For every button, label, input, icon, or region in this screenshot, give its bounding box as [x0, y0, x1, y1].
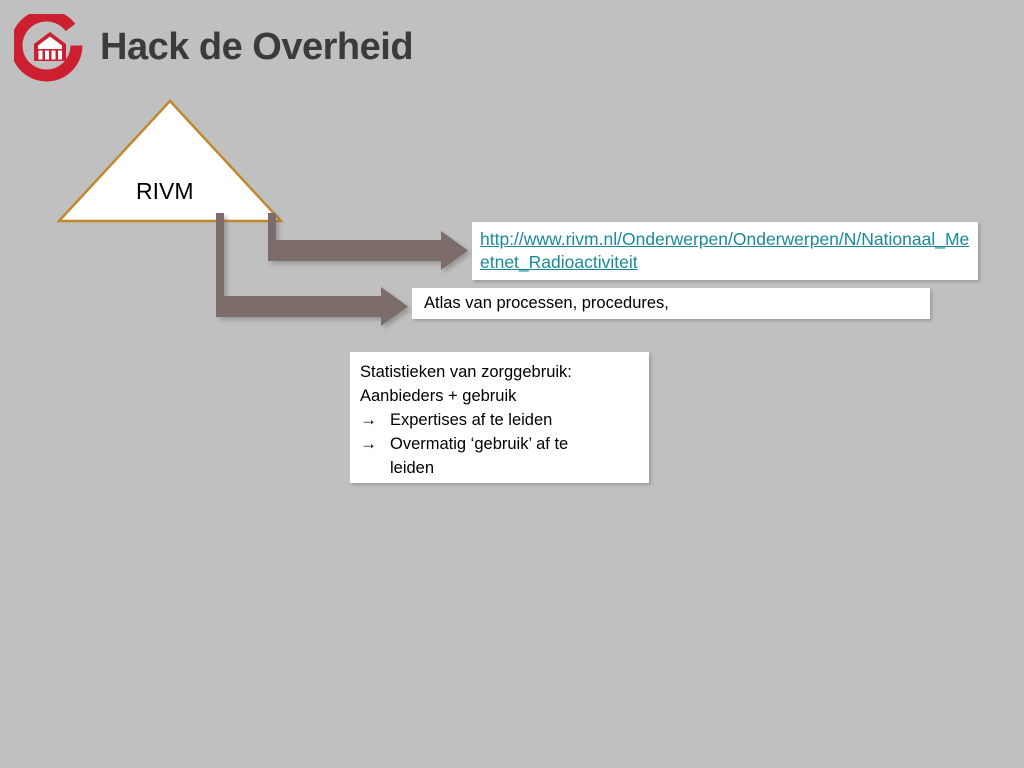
- stats-bullet-1: → Expertises af te leiden: [360, 408, 641, 432]
- hack-de-overheid-logo-mark: [10, 9, 86, 84]
- stats-bullet-2: → Overmatig ‘gebruik’ af te: [360, 432, 641, 456]
- stats-bullet-2-continuation: leiden: [360, 456, 641, 480]
- rivm-radioactivity-link[interactable]: http://www.rivm.nl/Onderwerpen/Onderwerp…: [480, 229, 970, 272]
- rivm-node-label: RIVM: [136, 178, 194, 204]
- logo-wordmark: Hack de Overheid: [100, 26, 414, 68]
- elbow-arrow-to-atlas-box: [216, 213, 408, 326]
- stats-subheading: Aanbieders + gebruik: [360, 387, 517, 405]
- brand-logo: Hack de Overheid: [10, 9, 434, 86]
- right-arrow-icon: →: [360, 410, 377, 429]
- stats-bullet-1-text: Expertises af te leiden: [390, 411, 553, 429]
- atlas-text: Atlas van processen, procedures,: [424, 294, 669, 312]
- atlas-text-box: Atlas van processen, procedures,: [412, 288, 930, 319]
- url-text-box: http://www.rivm.nl/Onderwerpen/Onderwerp…: [472, 222, 978, 280]
- rivm-triangle-shape[interactable]: [56, 98, 284, 224]
- statistics-text-box: Statistieken van zorggebruik: Aanbieders…: [350, 352, 649, 483]
- elbow-arrow-to-url-box: [268, 213, 468, 270]
- stats-bullet-2-text-wrap: leiden: [390, 459, 435, 477]
- right-arrow-icon: →: [360, 434, 377, 453]
- stats-bullet-2-text: Overmatig ‘gebruik’ af te: [390, 435, 569, 453]
- stats-heading: Statistieken van zorggebruik:: [360, 363, 572, 381]
